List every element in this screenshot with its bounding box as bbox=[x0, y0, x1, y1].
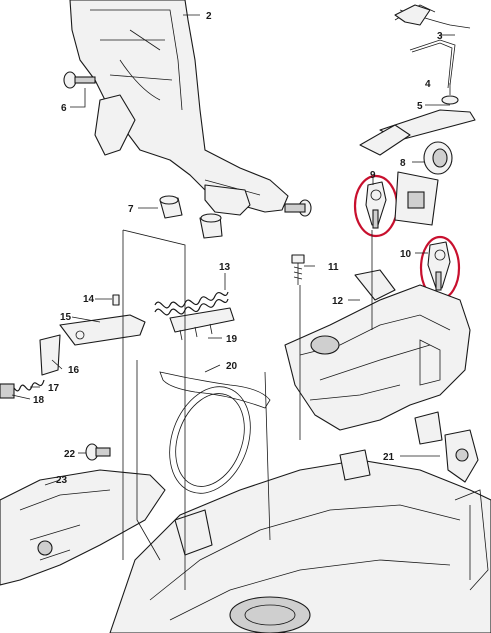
callout-19: 19 bbox=[226, 334, 238, 345]
part-handle-cover bbox=[69, 0, 289, 216]
part-cover-23 bbox=[0, 469, 166, 586]
part-block-right bbox=[394, 171, 439, 226]
part-10-sensor bbox=[427, 241, 451, 291]
callout-23: 23 bbox=[56, 475, 68, 486]
callout-box-2: 2 bbox=[206, 11, 212, 22]
part-spring-17 bbox=[0, 379, 45, 399]
callout-7: 7 bbox=[128, 204, 134, 215]
callout-8: 8 bbox=[400, 158, 406, 169]
part-screw-6 bbox=[63, 71, 96, 89]
callout-5: 5 bbox=[417, 101, 423, 112]
part-9-sensor bbox=[365, 181, 387, 229]
callout-22: 22 bbox=[64, 449, 76, 460]
callout-3: 3 bbox=[437, 31, 443, 42]
callout-6: 6 bbox=[61, 103, 67, 114]
callout-11: 11 bbox=[328, 262, 339, 273]
callout-16: 16 bbox=[68, 365, 80, 376]
part-bushings-7 bbox=[159, 195, 312, 239]
part-housing-12 bbox=[284, 269, 471, 431]
callout-14: 14 bbox=[83, 294, 95, 305]
leader-lines bbox=[11, 14, 471, 590]
callout-12: 12 bbox=[332, 296, 344, 307]
part-crankcase bbox=[109, 449, 491, 633]
part-collar-8 bbox=[423, 141, 453, 175]
callout-20: 20 bbox=[226, 361, 238, 372]
part-bolt-11 bbox=[291, 254, 305, 285]
part-linkage-left bbox=[39, 294, 146, 376]
part-band-20 bbox=[159, 371, 271, 409]
part-screw-22 bbox=[85, 443, 111, 461]
callout-18: 18 bbox=[33, 395, 45, 406]
part-brake-band bbox=[169, 386, 251, 494]
callout-labels: 2 3 4 5 6 7 8 9 10 11 12 13 14 15 16 17 … bbox=[33, 11, 443, 486]
part-trigger-21 bbox=[414, 411, 479, 483]
part-cable-bracket bbox=[359, 4, 476, 156]
part-bracket-19 bbox=[169, 307, 235, 341]
callout-4: 4 bbox=[425, 79, 431, 90]
callout-10: 10 bbox=[400, 249, 412, 260]
callout-9: 9 bbox=[370, 170, 376, 181]
callout-17: 17 bbox=[48, 383, 60, 394]
callout-13: 13 bbox=[219, 262, 231, 273]
callout-2: 2 bbox=[206, 11, 212, 22]
callout-21: 21 bbox=[383, 452, 395, 463]
part-spring-13 bbox=[154, 291, 229, 316]
callout-15: 15 bbox=[60, 312, 72, 323]
